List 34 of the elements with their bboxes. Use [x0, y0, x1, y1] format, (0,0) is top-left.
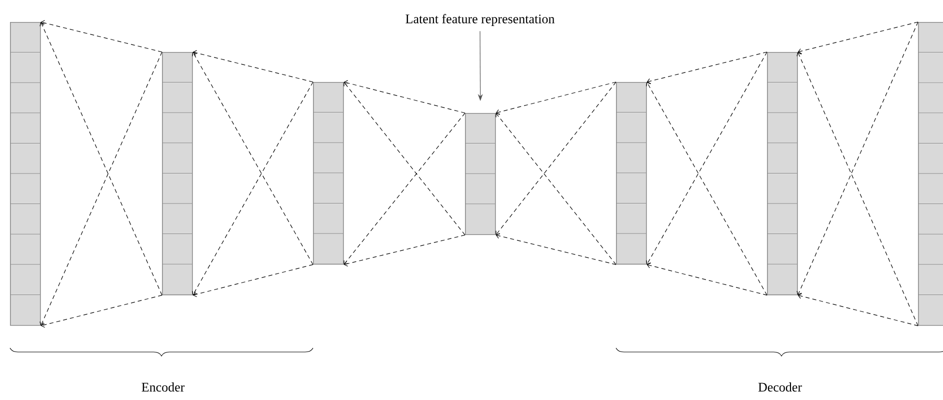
- dashed-arrow: [796, 22, 918, 296]
- dashed-arrow: [40, 294, 162, 328]
- dashed-arrow: [40, 20, 162, 52]
- dashed-arrow: [796, 52, 918, 326]
- layer-bar: [312, 82, 344, 265]
- dashed-arrow: [646, 52, 768, 84]
- dashed-arrow: [192, 50, 314, 82]
- layer-bar: [616, 82, 647, 265]
- section-label: Encoder: [142, 382, 185, 392]
- layer-bar: [162, 52, 193, 296]
- dashed-arrow: [344, 82, 466, 236]
- dashed-arrow: [192, 52, 314, 265]
- layer-bar: [918, 22, 943, 326]
- dashed-arrow: [344, 112, 466, 265]
- dashed-arrow: [40, 22, 162, 296]
- dashed-arrow: [192, 264, 314, 298]
- dashed-arrow: [798, 293, 918, 326]
- dashed-arrow: [344, 234, 466, 266]
- layer-bar: [10, 22, 41, 326]
- dashed-arrow: [192, 82, 314, 296]
- dashed-arrow: [40, 52, 162, 326]
- layer-bar: [766, 52, 798, 296]
- layer-bar: [464, 113, 496, 235]
- dashed-arrow: [496, 82, 616, 115]
- dashed-arrow: [798, 22, 918, 54]
- section-label: Decoder: [758, 382, 802, 392]
- dashed-arrow: [646, 262, 768, 296]
- dashed-arrow: [646, 82, 768, 296]
- dashed-arrow: [496, 82, 616, 235]
- dashed-arrow: [496, 113, 616, 265]
- dashed-arrow: [496, 233, 616, 265]
- dashed-arrow: [344, 80, 466, 114]
- node-label: Latent feature representation: [406, 14, 555, 26]
- dashed-arrow: [646, 52, 768, 265]
